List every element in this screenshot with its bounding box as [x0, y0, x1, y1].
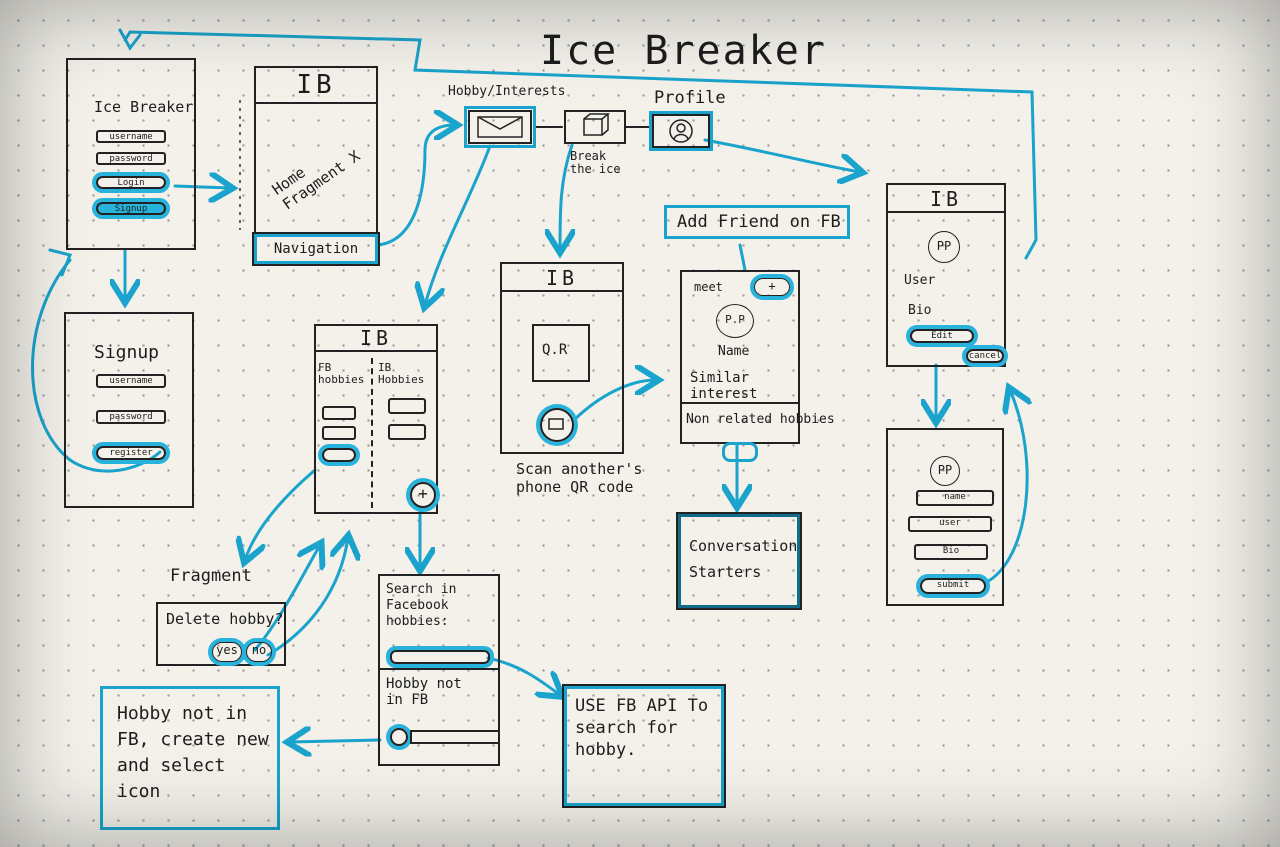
meet-profile-pic: P.P [716, 304, 754, 338]
conversation-starters-box: Conversation Starters [676, 512, 802, 610]
profile-user-label: User [904, 273, 936, 288]
meet-screen: meet + P.P Name Similar interest Non rel… [680, 270, 835, 444]
register-button[interactable]: register [96, 446, 166, 460]
meet-name: Name [718, 344, 750, 359]
yes-button[interactable]: yes [212, 642, 242, 662]
similar-interest: Similar interest [690, 370, 758, 402]
add-hobby-button[interactable]: + [410, 482, 436, 508]
no-button[interactable]: no [246, 642, 272, 662]
signup-screen: Signup username password register [64, 312, 194, 508]
hobbies-header: IB [316, 326, 436, 352]
profile-header: IB [888, 187, 1004, 213]
edit-user-field[interactable]: user [908, 516, 992, 532]
fb-hobby-item[interactable] [322, 426, 356, 440]
ib-hobbies-col: IB Hobbies [378, 361, 425, 386]
home-header: IB [256, 70, 376, 104]
hobbies-screen: IB FB hobbies IB Hobbies + [314, 324, 438, 514]
hobby-tab[interactable] [464, 106, 536, 148]
non-related-highlight [722, 442, 758, 462]
edit-profile-screen: PP name user Bio submit [886, 428, 1004, 606]
login-password-field[interactable]: password [96, 152, 166, 165]
create-hobby-box: Hobby not in FB, create new and select i… [100, 686, 280, 830]
not-in-fb-label: Hobby not in FB [386, 676, 462, 708]
hobby-interests-label: Hobby/Interests [448, 84, 566, 99]
home-screen: IB Home Fragment X Navigation [252, 66, 380, 266]
ib-hobby-item[interactable] [388, 398, 426, 414]
login-button[interactable]: Login [96, 176, 166, 189]
diagram-title: Ice Breaker [540, 28, 827, 74]
break-ice-label: Break the ice [570, 149, 621, 176]
profile-screen: IB PP User Bio Edit cancel [886, 183, 1006, 367]
scan-button[interactable] [540, 408, 574, 442]
edit-name-field[interactable]: name [916, 490, 994, 506]
submit-button[interactable]: submit [920, 578, 986, 594]
signup-username-field[interactable]: username [96, 374, 166, 388]
add-friend-text: Add Friend on FB [677, 212, 841, 232]
login-title: Ice Breaker [94, 98, 194, 116]
qr-header: IB [502, 266, 622, 292]
ib-hobby-item[interactable] [388, 424, 426, 440]
login-username-field[interactable]: username [96, 130, 166, 143]
login-screen: Ice Breaker username password Login Sign… [66, 58, 196, 250]
meet-divider [682, 402, 798, 404]
search-divider [380, 668, 498, 670]
signup-title: Signup [94, 342, 160, 363]
profile-pic: PP [928, 231, 960, 263]
scan-caption: Scan another's phone QR code [516, 460, 643, 496]
edit-button[interactable]: Edit [910, 329, 974, 343]
create-hobby-text: Hobby not in FB, create new and select i… [117, 703, 269, 802]
navigation-bar[interactable]: Navigation [252, 232, 380, 266]
search-input[interactable] [390, 650, 490, 664]
home-fragment-label: Home Fragment X [268, 146, 364, 214]
qr-label: Q.R [542, 342, 568, 358]
fb-api-text: USE FB API To search for hobby. [575, 696, 709, 760]
add-friend-button[interactable]: + [754, 278, 790, 296]
delete-question: Delete hobby? [166, 610, 284, 628]
new-hobby-input[interactable] [410, 730, 500, 744]
delete-dialog: Delete hobby? yes no [156, 602, 286, 666]
fb-hobby-item[interactable] [322, 448, 356, 462]
break-ice-tab[interactable] [564, 110, 626, 144]
column-divider [371, 358, 373, 508]
search-screen: Search in Facebook hobbies: Hobby not in… [378, 574, 500, 766]
conversation-text: Conversation Starters [689, 537, 798, 581]
fragment-label: Fragment [170, 566, 252, 586]
profile-bio-label: Bio [908, 303, 932, 318]
icon-select-box[interactable] [390, 728, 408, 746]
edit-profile-pic[interactable]: PP [930, 456, 960, 486]
signup-password-field[interactable]: password [96, 410, 166, 424]
profile-label: Profile [654, 88, 726, 108]
qr-placeholder: Q.R [532, 324, 590, 382]
signup-button[interactable]: Signup [96, 202, 166, 215]
profile-tab[interactable] [649, 111, 713, 151]
add-friend-fb-box[interactable]: Add Friend on FB [664, 205, 850, 239]
fb-hobby-item[interactable] [322, 406, 356, 420]
fb-hobbies-col: FB hobbies [318, 361, 365, 386]
envelope-icon [477, 116, 523, 138]
meet-label: meet [694, 280, 723, 294]
non-related-hobbies: Non related hobbies [686, 412, 835, 427]
qr-screen: IB Q.R [500, 262, 624, 454]
camera-icon [548, 418, 564, 430]
cube-icon [583, 113, 611, 136]
search-title: Search in Facebook hobbies: [386, 582, 457, 629]
edit-bio-field[interactable]: Bio [914, 544, 988, 560]
fb-api-box: USE FB API To search for hobby. [562, 684, 726, 808]
user-icon [669, 119, 693, 143]
cancel-button[interactable]: cancel [966, 349, 1004, 363]
